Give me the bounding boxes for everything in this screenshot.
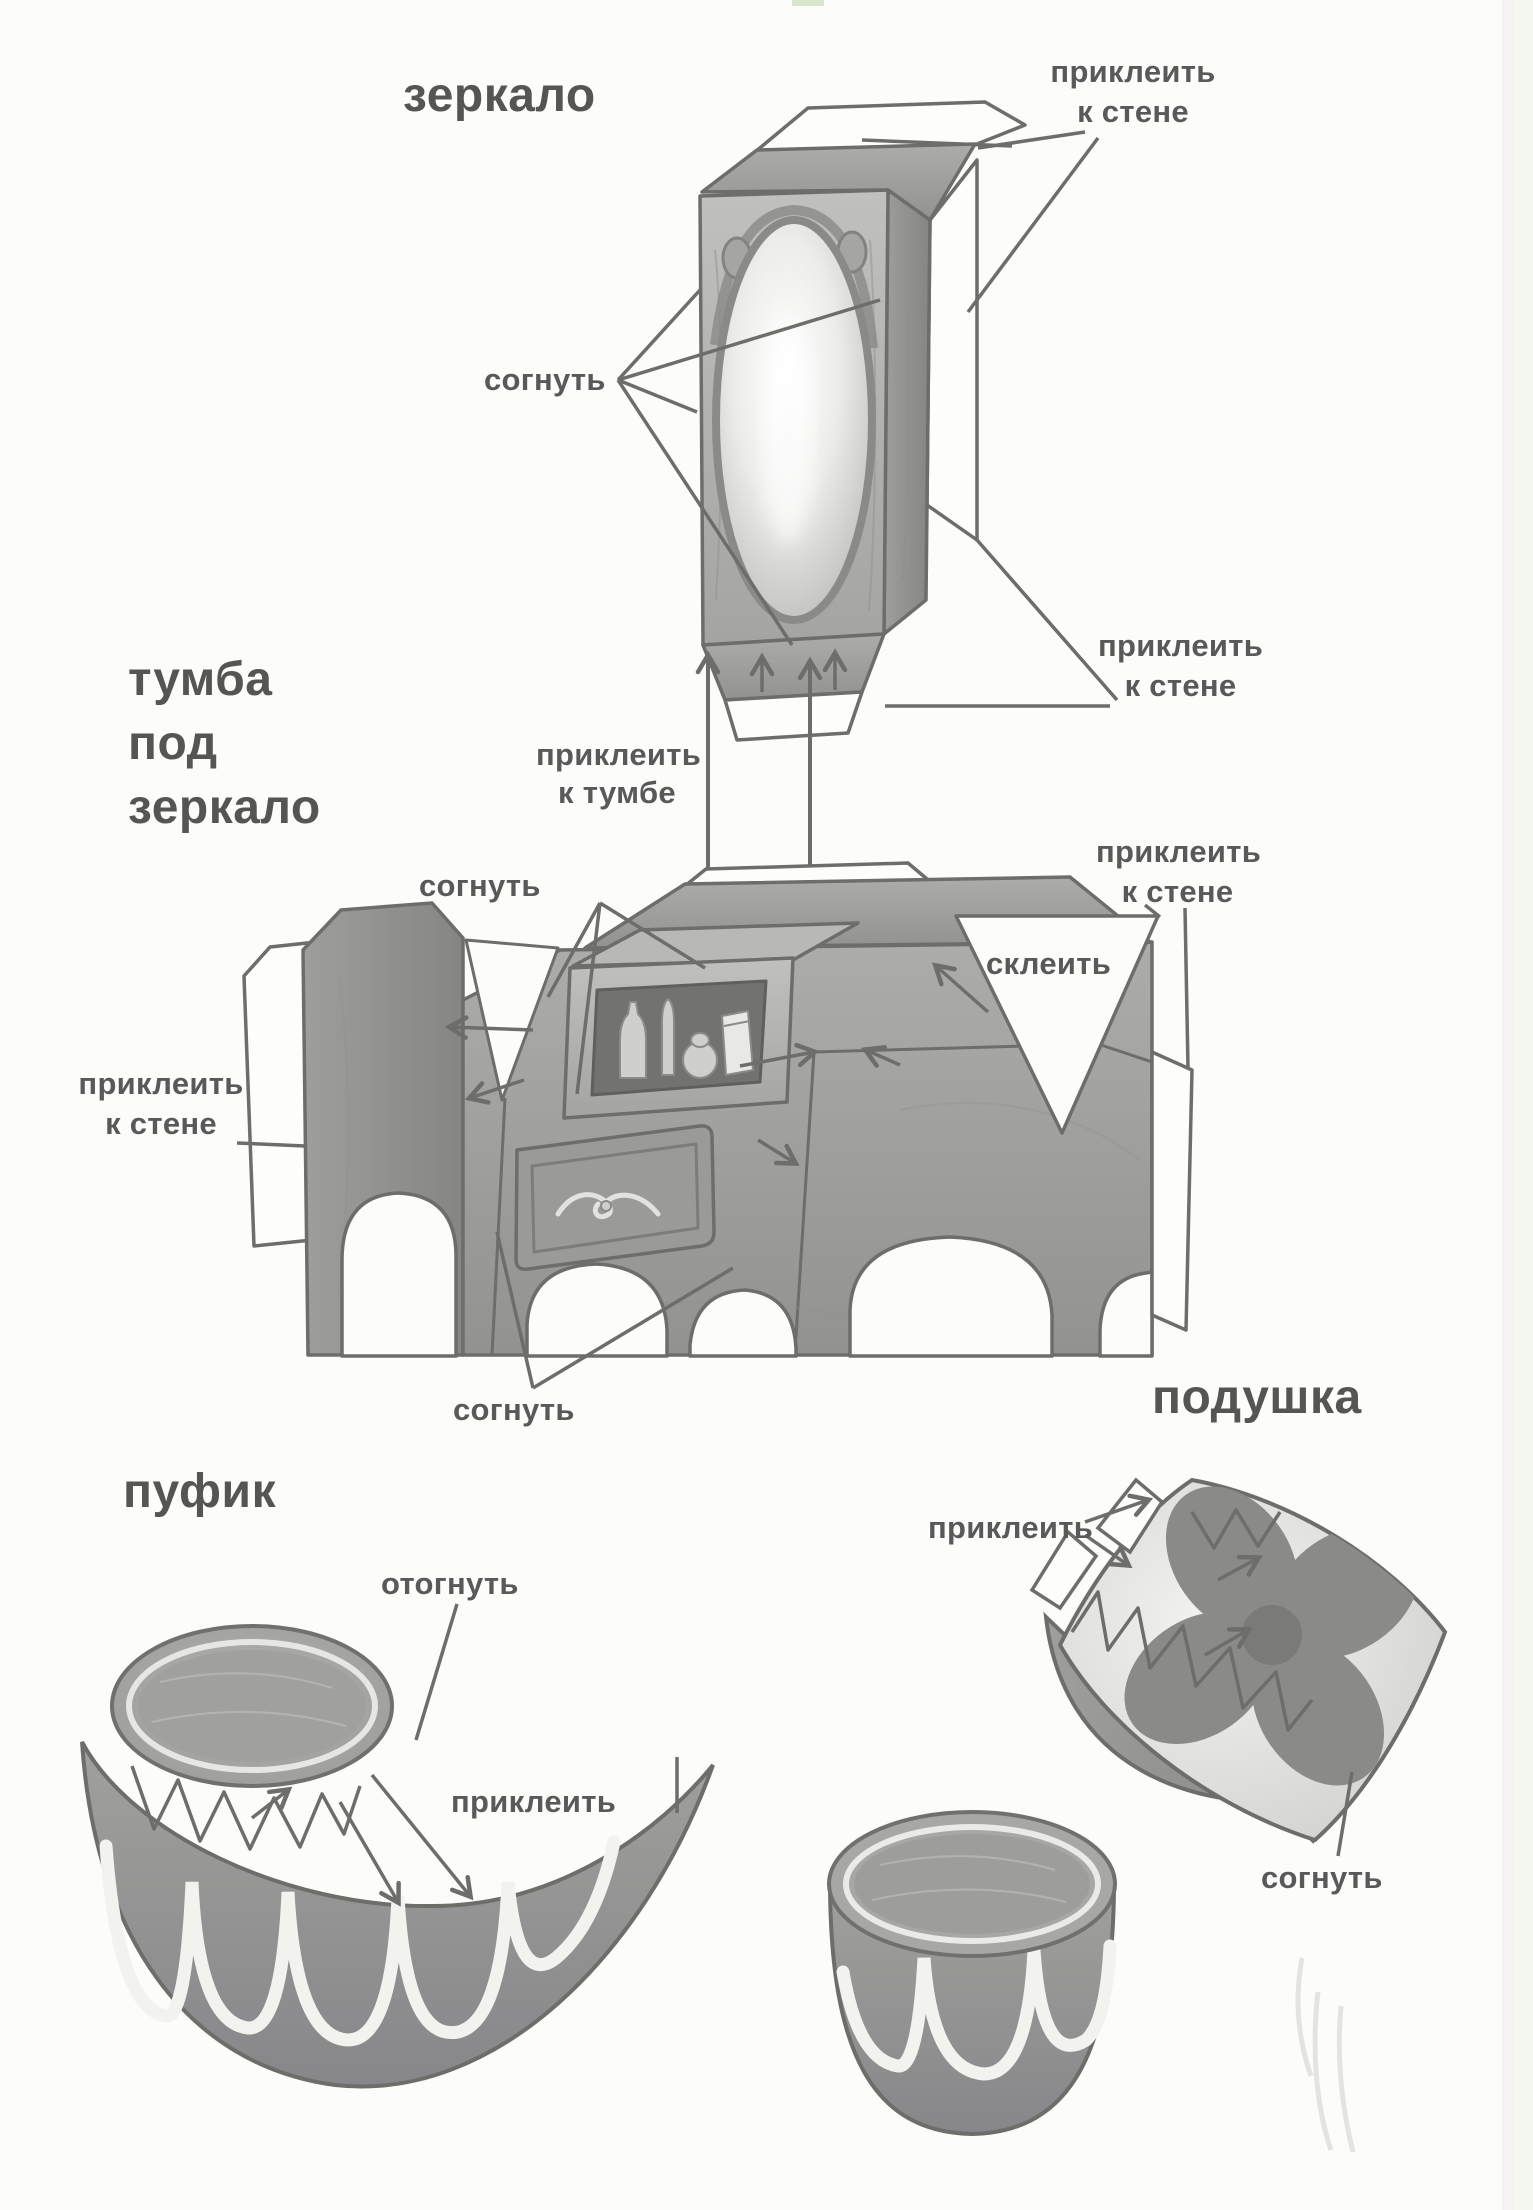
mirror-title: зеркало — [403, 69, 596, 122]
label-glue-wall-right-mirror: приклеить к стене — [1098, 628, 1264, 703]
mirror-leader-lines — [616, 130, 1119, 708]
arch-left-wing — [340, 1191, 458, 1358]
vanity-leader-lines — [236, 901, 1190, 1390]
label-glue-together: склеить — [986, 946, 1112, 981]
vanity-title: тумба под зеркало — [128, 653, 321, 834]
label-fold-back-pouf: отогнуть — [381, 1566, 519, 1601]
label-glue-pillow: приклеить — [928, 1510, 1094, 1545]
vanity-glue-triangle — [954, 914, 1160, 1135]
mirror-right-glue-flap — [925, 158, 979, 542]
cosmetic-bottles — [619, 998, 754, 1079]
pouf-title: пуфик — [123, 1465, 277, 1518]
label-glue-wall-right-vanity: приклеить к стене — [1096, 834, 1262, 909]
pouf-assembled — [827, 1810, 1117, 2137]
label-glue-pouf: приклеить — [451, 1784, 617, 1819]
mirror-illustration — [698, 100, 1027, 742]
pillow-seam-zigzag — [1070, 1590, 1314, 1732]
label-bend-vanity-bottom: согнуть — [453, 1392, 575, 1427]
arch-right-partial — [1098, 1270, 1154, 1358]
vanity-shelf-box — [562, 921, 860, 1120]
label-glue-wall-left: приклеить к стене — [78, 1066, 244, 1141]
pouf-illustration — [80, 1603, 715, 2089]
mirror-bottom-flap — [701, 632, 886, 702]
label-bend-vanity-top: согнуть — [419, 868, 541, 903]
arch-center-2 — [688, 1288, 798, 1358]
label-bend-pillow: согнуть — [1261, 1860, 1383, 1895]
label-glue-wall-top: приклеить к стене — [1050, 54, 1216, 129]
arch-right-wing — [848, 1235, 1054, 1358]
pillow-illustration — [1029, 1477, 1448, 1857]
pouf-band-wave — [99, 1835, 621, 2047]
vanity-drawer — [514, 1124, 716, 1272]
pencil-scribble — [1295, 1957, 1356, 2153]
label-glue-to-cabinet: приклеить к тумбе — [536, 737, 702, 810]
pouf-tabs — [130, 1765, 362, 1851]
scan-artifacts — [792, 0, 1533, 2210]
vanity-right-glue-flap — [1150, 1050, 1194, 1332]
mirror-bottom-glue-flap — [723, 690, 864, 742]
pillow-title: подушка — [1152, 1371, 1362, 1424]
vanity-illustration — [242, 861, 1194, 1358]
label-bend-mirror: согнуть — [484, 362, 606, 397]
